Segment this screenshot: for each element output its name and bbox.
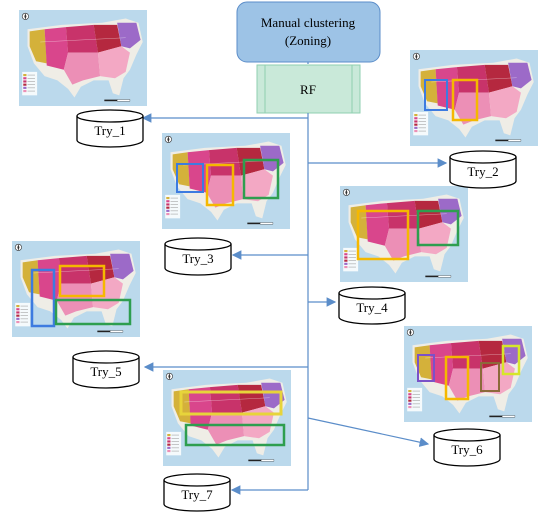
- manual-clustering-box: [236, 1, 381, 63]
- clustering-label-line2: (Zoning): [285, 33, 331, 48]
- map-try-3: [161, 133, 291, 229]
- connector-arrows: [141, 113, 448, 495]
- try-6-label: Try_6: [451, 442, 483, 457]
- rf-label: RF: [300, 82, 316, 97]
- map-try-7: [162, 370, 292, 466]
- try-3-label: Try_3: [182, 251, 213, 266]
- try-1-label: Try_1: [94, 123, 125, 138]
- map-try-6: [403, 326, 533, 422]
- try-7-label: Try_7: [181, 487, 213, 502]
- map-try-5: [11, 241, 141, 337]
- try-2-label: Try_2: [467, 164, 498, 179]
- try-4-label: Try_4: [356, 300, 388, 315]
- map-try-4: [339, 186, 469, 282]
- map-try-1: [18, 10, 148, 106]
- try-5-label: Try_5: [90, 364, 121, 379]
- map-try-2: [409, 50, 539, 146]
- clustering-label-line1: Manual clustering: [261, 15, 356, 30]
